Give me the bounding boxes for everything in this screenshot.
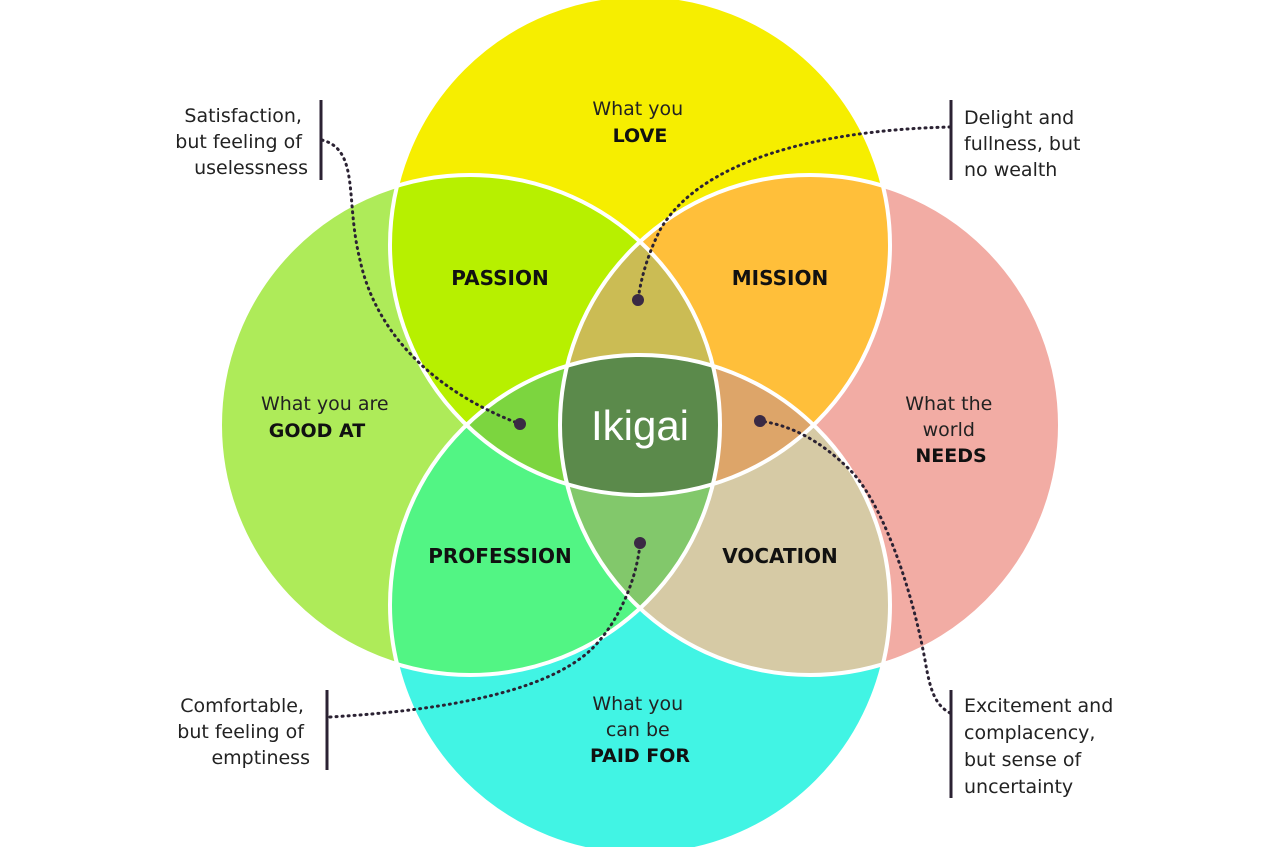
leader-top-left [320, 138, 522, 426]
leader-dot-bottom [634, 537, 646, 549]
leader-dot-left [514, 418, 526, 430]
annotation-top-left: Satisfaction, but feeling of uselessness [175, 105, 308, 179]
right-triple-region [560, 355, 890, 495]
leader-top-right [636, 125, 952, 302]
ikigai-center-label: Ikigai [591, 402, 689, 449]
profession-label: PROFESSION [428, 544, 571, 568]
needs-label: What the world NEEDS [905, 393, 997, 467]
annotation-bottom-right: Excitement and complacency, but sense of… [964, 695, 1119, 798]
leader-bottom-left [328, 541, 642, 719]
circle-outlines [218, 0, 1062, 847]
good-at-label: What you are GOOD AT [261, 393, 393, 442]
leader-dot-top [632, 294, 644, 306]
love-label: What you LOVE [592, 98, 687, 147]
leader-bottom-right [758, 419, 952, 715]
leader-dot-right [754, 415, 766, 427]
left-triple-region [390, 355, 720, 495]
bottom-triple-region [560, 355, 720, 675]
vocation-label: VOCATION [722, 544, 838, 568]
top-triple-region [560, 175, 720, 495]
passion-label: PASSION [451, 266, 548, 290]
paid-for-label: What you can be PAID FOR [590, 693, 690, 767]
annotation-bottom-left: Comfortable, but feeling of emptiness [177, 695, 310, 769]
annotation-top-right: Delight and fullness, but no wealth [964, 107, 1087, 181]
mission-label: MISSION [732, 266, 828, 290]
